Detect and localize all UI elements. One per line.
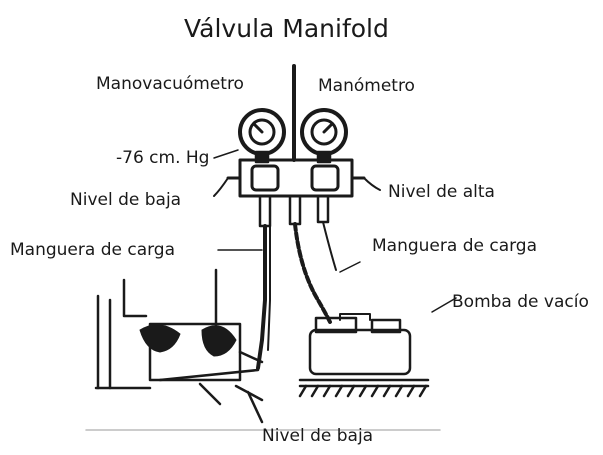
label-manguera-carga-left: Manguera de carga <box>10 240 176 260</box>
refrigeration-unit <box>94 268 264 424</box>
vacuum-pump <box>298 313 430 398</box>
label-manguera-carga-right: Manguera de carga <box>372 236 538 256</box>
middle-hose <box>293 222 332 324</box>
label-nivel-baja-bottom: Nivel de baja <box>262 426 374 446</box>
label-manovacuometro: Manovacuómetro <box>96 74 244 94</box>
low-pressure-gauge-icon <box>238 108 286 164</box>
label-nivel-baja: Nivel de baja <box>70 190 182 210</box>
high-pressure-gauge-icon <box>300 108 348 164</box>
diagram-title: Válvula Manifold <box>184 14 389 43</box>
label-nivel-alta: Nivel de alta <box>388 182 495 202</box>
label-bomba-vacio: Bomba de vacío <box>452 292 589 312</box>
left-hose <box>256 224 267 370</box>
manifold-body <box>226 158 366 198</box>
label-vacuum-reading: -76 cm. Hg <box>116 148 210 168</box>
label-manometro: Manómetro <box>318 76 415 96</box>
